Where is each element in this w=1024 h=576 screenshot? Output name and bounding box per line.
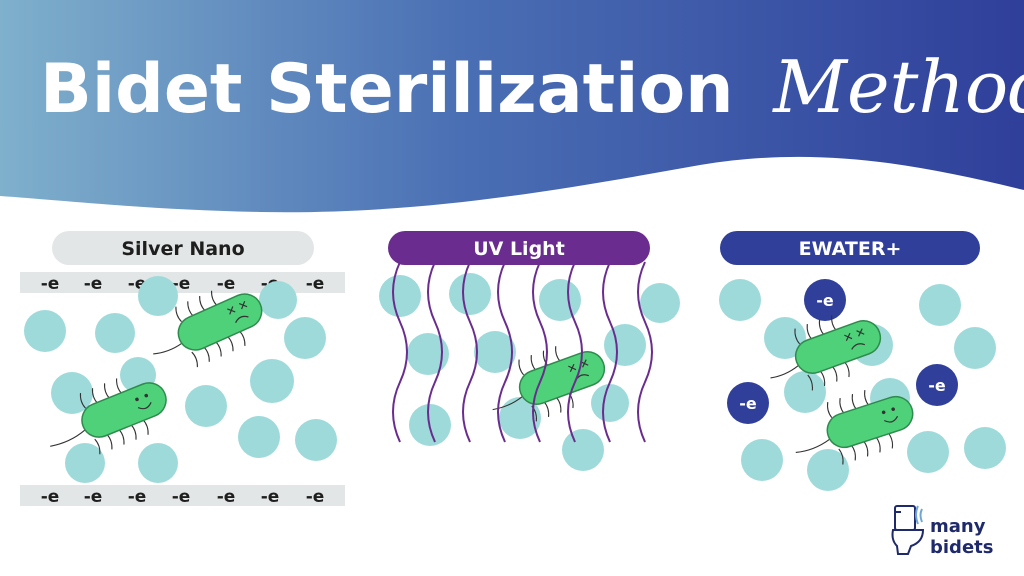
bacterium-happy [795, 389, 914, 465]
silver-nano-pill [52, 231, 314, 265]
particle [964, 427, 1006, 469]
charge-label: -e [84, 487, 103, 507]
particle [591, 384, 629, 422]
particle [741, 439, 783, 481]
uv-wave [567, 261, 583, 443]
title-italic: Methods [771, 45, 1024, 129]
bottom-electrode-bar [20, 485, 345, 506]
uv-wave [497, 261, 513, 443]
charge-label: -e [217, 487, 236, 507]
particle [764, 317, 806, 359]
panel-uv-light: UV Light [379, 231, 680, 471]
particle [295, 419, 337, 461]
particle [24, 310, 66, 352]
particle [284, 317, 326, 359]
particle [474, 331, 516, 373]
uv-wave [637, 261, 653, 443]
charge-label: -e [217, 274, 236, 294]
top-charges: -e -e -e -e -e -e -e [41, 274, 325, 294]
charge-label: -e [306, 487, 325, 507]
particle [407, 333, 449, 375]
logo-line2: bidets [930, 537, 993, 558]
uv-waves [392, 261, 653, 443]
bacterium-dead [492, 346, 606, 422]
charge-label: -e [172, 487, 191, 507]
uv-wave [427, 261, 443, 443]
particle [954, 327, 996, 369]
logo-line1: many [930, 516, 986, 537]
particle [907, 431, 949, 473]
particle [238, 416, 280, 458]
uv-wave [462, 261, 478, 443]
uv-wave [532, 261, 548, 443]
particle [138, 276, 178, 316]
charge-label: -e [41, 274, 60, 294]
particles [24, 276, 337, 483]
particle [640, 283, 680, 323]
electron [916, 364, 958, 406]
electron [727, 382, 769, 424]
particle [259, 281, 297, 319]
particles [379, 273, 680, 471]
charge-label: -e [261, 487, 280, 507]
charge-label: -e [306, 274, 325, 294]
ewater-label: EWATER+ [799, 238, 902, 260]
title-main: Bidet Sterilization [40, 50, 734, 129]
charge-label: -e [41, 487, 60, 507]
particle [379, 275, 421, 317]
uv-wave [392, 261, 408, 443]
particle [95, 313, 135, 353]
particle [185, 385, 227, 427]
toilet-icon [891, 505, 925, 555]
particle [539, 279, 581, 321]
bacterium-dead [153, 290, 263, 368]
electron-label: -e [739, 394, 757, 413]
particle [719, 279, 761, 321]
particle [250, 359, 294, 403]
uv-wave [602, 261, 618, 443]
particle [65, 443, 105, 483]
particle [604, 324, 646, 366]
electron-label: -e [816, 291, 834, 310]
uv-light-pill [388, 231, 650, 265]
panel-ewater: EWATER+ -e -e -e [719, 231, 1006, 491]
electron-label: -e [928, 376, 946, 395]
particles [719, 279, 1006, 491]
bacterium-dead [770, 315, 882, 391]
particle [138, 443, 178, 483]
ewater-pill [720, 231, 980, 265]
header-banner [0, 0, 1024, 213]
charge-label: -e [128, 487, 147, 507]
particle [449, 273, 491, 315]
particle [807, 449, 849, 491]
bacterium-happy [50, 378, 167, 455]
silver-nano-label: Silver Nano [121, 238, 244, 260]
charge-label: -e [84, 274, 103, 294]
particle [499, 397, 541, 439]
electron [804, 279, 846, 321]
panel-silver-nano: Silver Nano -e -e -e -e -e -e -e [20, 231, 345, 507]
uv-light-label: UV Light [473, 238, 565, 260]
bottom-charges: -e -e -e -e -e -e -e [41, 487, 325, 507]
page-title: Bidet Sterilization Methods [40, 45, 1024, 129]
electrons: -e -e -e [727, 279, 958, 424]
particle [562, 429, 604, 471]
brand-logo: many bidets [891, 505, 993, 558]
particle [784, 371, 826, 413]
particle [919, 284, 961, 326]
